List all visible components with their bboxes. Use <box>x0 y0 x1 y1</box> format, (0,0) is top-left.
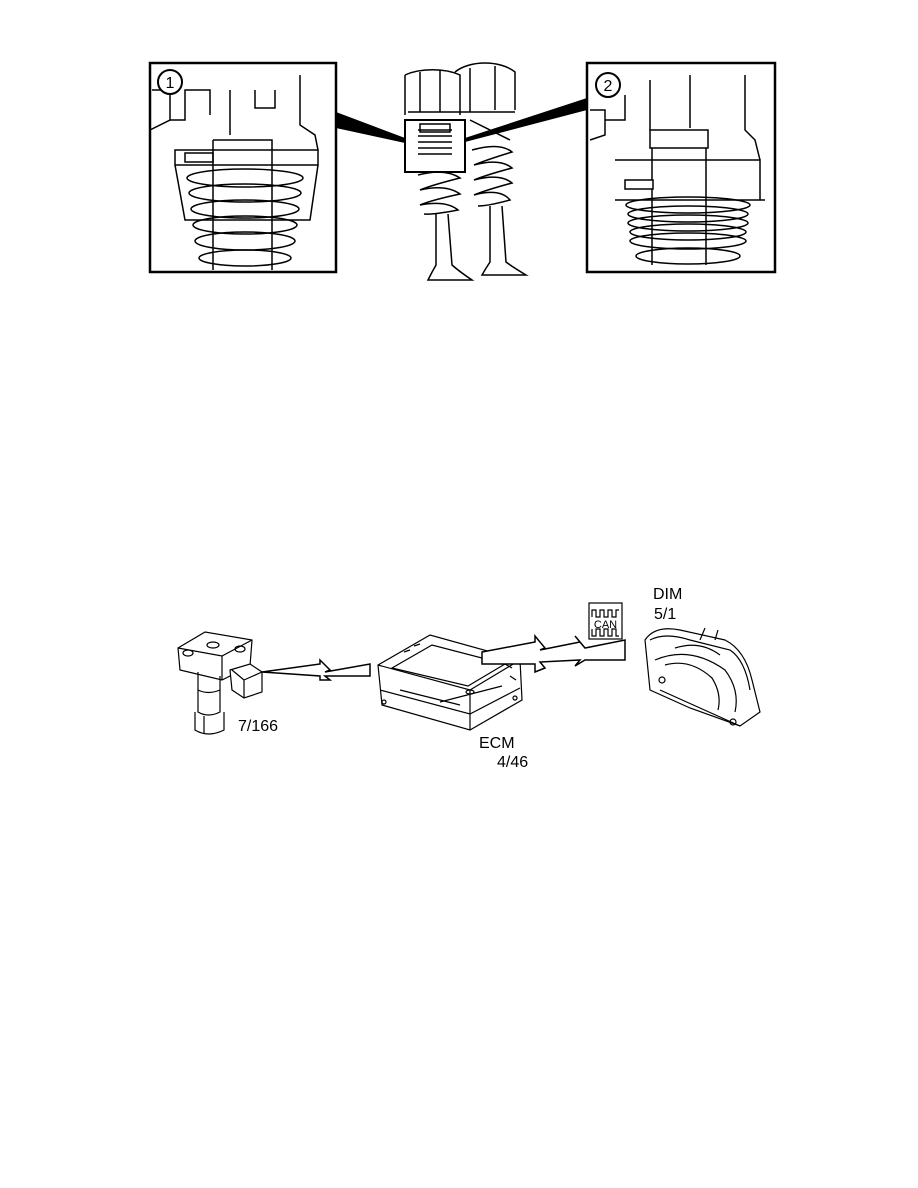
ecm-id: 4/46 <box>497 754 529 771</box>
can-bus-icon: CAN <box>588 602 623 640</box>
leader-line-1 <box>336 112 405 143</box>
oil-sensor-id: 7/166 <box>238 718 279 735</box>
callout-2-label: 2 <box>604 78 613 95</box>
signal-arrow-sensor-ecm <box>261 658 371 681</box>
dim-id: 5/1 <box>654 606 677 623</box>
detail-box-2: 2 <box>585 61 777 274</box>
camshaft-valves <box>404 62 529 281</box>
dim-name: DIM <box>653 586 683 603</box>
callout-1-label: 1 <box>166 75 175 92</box>
oil-level-sensor-drawing <box>177 631 263 735</box>
detail-box-1: 1 <box>148 61 338 274</box>
dim-drawing <box>644 627 761 727</box>
can-bus-arrow <box>481 633 626 674</box>
ecm-name: ECM <box>479 735 515 752</box>
valve-spring-figure: 1 <box>148 61 777 281</box>
can-icon-label: CAN <box>594 619 617 631</box>
leader-line-2 <box>465 98 587 142</box>
